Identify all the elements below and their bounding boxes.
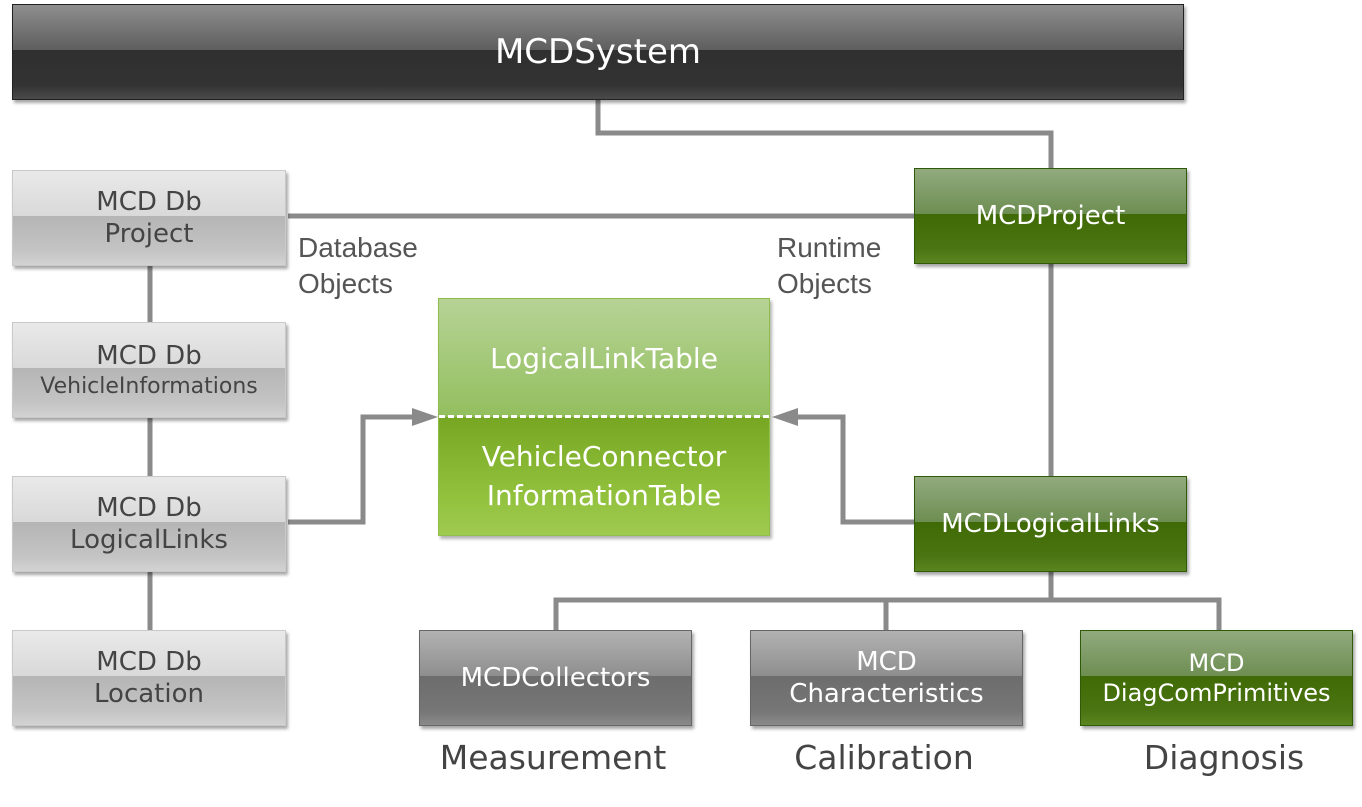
mcd-diagcomprimitives-node: MCD DiagComPrimitives	[1080, 630, 1353, 726]
mcd-project-label: MCDProject	[975, 200, 1126, 231]
logical-link-table: LogicalLinkTable	[439, 299, 769, 417]
mcd-collectors-node: MCDCollectors	[419, 630, 692, 726]
mcd-diagcomprimitives-line1: MCD	[1188, 649, 1245, 677]
arrow-db-logicallinks-to-table	[288, 414, 418, 525]
db-location-line2: Location	[94, 679, 204, 709]
mcd-system-node: MCDSystem	[12, 4, 1184, 100]
db-logicallinks-line2: LogicalLinks	[70, 525, 228, 555]
db-project-node: MCD Db Project	[12, 170, 286, 266]
link-tables-node: LogicalLinkTable VehicleConnector Inform…	[438, 298, 770, 536]
mcd-logicallinks-node: MCDLogicalLinks	[914, 476, 1187, 572]
db-location-node: MCD Db Location	[12, 630, 286, 726]
mcd-logicallinks-label: MCDLogicalLinks	[941, 508, 1160, 539]
db-vehicleinformations-line1: MCD Db	[96, 341, 202, 371]
mcd-characteristics-node: MCD Characteristics	[750, 630, 1023, 726]
category-measurement: Measurement	[439, 738, 667, 777]
mcd-characteristics-line1: MCD	[856, 646, 917, 677]
mcd-project-node: MCDProject	[914, 168, 1187, 264]
runtime-objects-caption: Runtime Objects	[777, 230, 881, 303]
database-caption-line1: Database	[298, 232, 418, 263]
vci-table-line2: InformationTable	[486, 479, 722, 512]
arrowhead-left	[412, 408, 438, 426]
db-logicallinks-line1: MCD Db	[96, 492, 202, 523]
vci-table-line1: VehicleConnector	[481, 439, 727, 473]
vehicle-connector-information-table: VehicleConnector InformationTable	[439, 417, 769, 535]
database-objects-caption: Database Objects	[298, 230, 418, 303]
db-vehicleinformations-line2: VehicleInformations	[40, 373, 258, 399]
arrow-logicallinks-to-table	[792, 414, 916, 525]
mcd-system-label: MCDSystem	[494, 31, 702, 72]
table-divider	[439, 415, 769, 418]
runtime-caption-line1: Runtime	[777, 232, 882, 263]
mcd-characteristics-line2: Characteristics	[789, 679, 984, 709]
category-calibration: Calibration	[794, 738, 974, 777]
arrowhead-right	[772, 408, 798, 426]
db-vehicleinformations-node: MCD Db VehicleInformations	[12, 322, 286, 418]
category-diagnosis: Diagnosis	[1143, 738, 1305, 777]
connector-system-project	[595, 100, 1054, 170]
db-logicallinks-node: MCD Db LogicalLinks	[12, 476, 286, 572]
mcd-diagcomprimitives-line2: DiagComPrimitives	[1102, 679, 1331, 707]
db-location-line1: MCD Db	[96, 646, 202, 677]
db-project-line1: MCD Db	[96, 186, 202, 217]
logical-link-table-label: LogicalLinkTable	[490, 341, 718, 375]
db-project-line2: Project	[104, 219, 194, 249]
runtime-caption-line2: Objects	[777, 268, 872, 300]
database-caption-line2: Objects	[298, 268, 393, 300]
mcd-collectors-label: MCDCollectors	[460, 662, 651, 693]
